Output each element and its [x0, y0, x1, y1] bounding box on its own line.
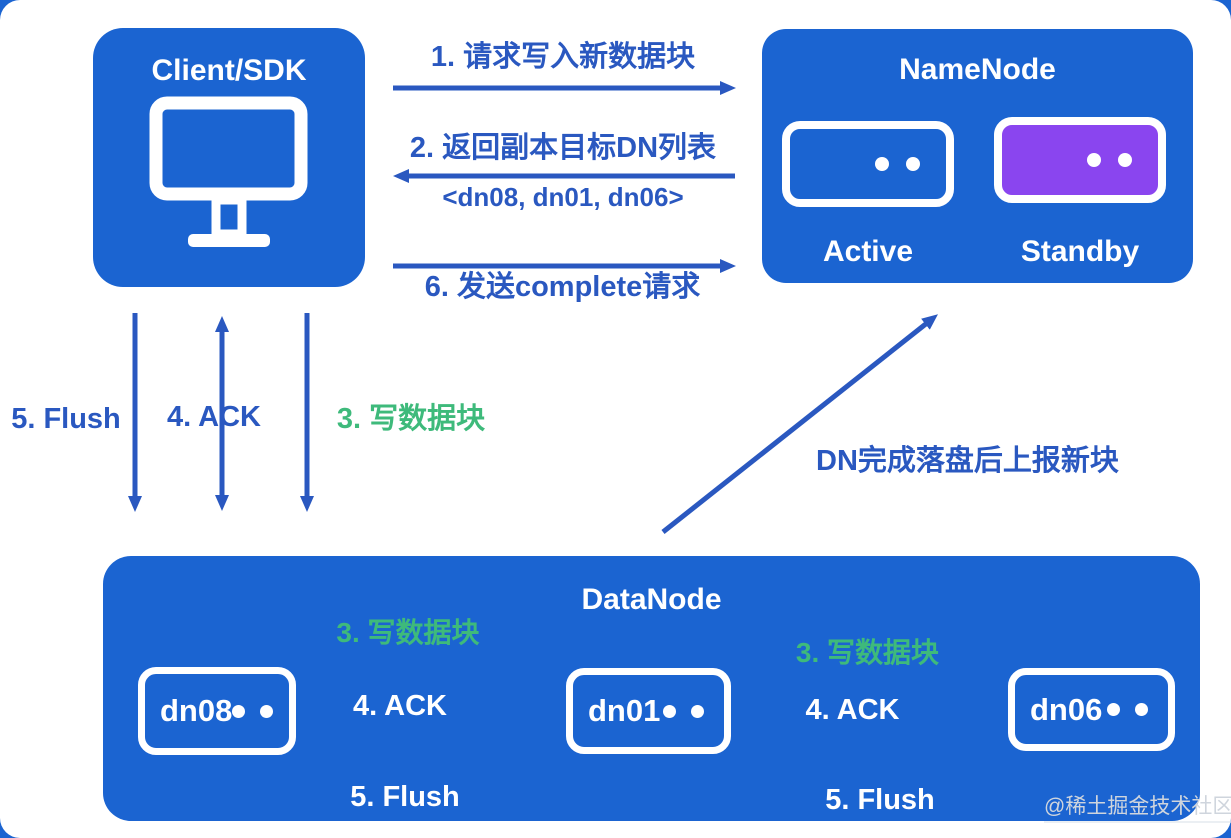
dn01-label: dn01 — [588, 693, 661, 728]
namenode-title: NameNode — [899, 53, 1056, 86]
server-dots-icon — [875, 157, 920, 171]
active-label: Active — [822, 235, 914, 268]
pipeline2-write-label: 3. 写数据块 — [795, 637, 940, 668]
pipeline2-ack-label: 4. ACK — [805, 694, 900, 726]
datanode-box: DataNode — [103, 556, 1200, 821]
namenode-active-server — [782, 121, 954, 207]
datanode-title: DataNode — [581, 583, 722, 616]
dn08-chip: dn08 — [138, 667, 296, 755]
dot-icon — [906, 157, 920, 171]
dot-icon — [691, 704, 704, 718]
server-dots-icon — [232, 704, 274, 718]
dot-icon — [1107, 703, 1120, 716]
dn01-chip: dn01 — [566, 668, 731, 754]
client-flush-label: 5. Flush — [11, 403, 121, 435]
dot-icon — [1118, 153, 1132, 167]
monitor-icon — [149, 96, 308, 247]
juejin-watermark: @稀土掘金技术社区 — [1044, 790, 1231, 823]
block-report-label: DN完成落盘后上报新块 — [816, 445, 1119, 477]
pipeline2-flush-label: 5. Flush — [825, 784, 935, 816]
dn06-label: dn06 — [1030, 691, 1103, 727]
dot-icon — [260, 704, 274, 718]
standby-label: Standby — [1020, 235, 1140, 268]
dot-icon — [663, 704, 676, 718]
server-dots-icon — [1107, 703, 1148, 716]
client-box: Client/SDK — [93, 28, 365, 287]
pipeline1-ack-label: 4. ACK — [353, 690, 447, 722]
client-ack-label: 4. ACK — [167, 401, 261, 433]
server-dots-icon — [663, 704, 704, 718]
namenode-box: NameNode Active Standby — [762, 29, 1193, 283]
client-write-label: 3. 写数据块 — [336, 403, 486, 435]
namenode-standby-server — [994, 117, 1166, 203]
dot-icon — [875, 157, 889, 171]
dot-icon — [232, 704, 246, 718]
dn06-chip: dn06 — [1008, 668, 1175, 751]
msg2-label: 2. 返回副本目标DN列表 — [409, 132, 717, 164]
msg2-detail-label: <dn08, dn01, dn06> — [442, 182, 684, 212]
dn08-label: dn08 — [160, 693, 233, 728]
dot-icon — [1135, 703, 1148, 716]
pipeline1-flush-label: 5. Flush — [350, 781, 460, 813]
msg6-label: 6. 发送complete请求 — [424, 271, 701, 303]
pipeline1-write-label: 3. 写数据块 — [336, 617, 480, 648]
client-title: Client/SDK — [151, 54, 307, 87]
dot-icon — [1087, 153, 1101, 167]
msg1-label: 1. 请求写入新数据块 — [430, 41, 696, 73]
server-dots-icon — [1087, 153, 1132, 167]
